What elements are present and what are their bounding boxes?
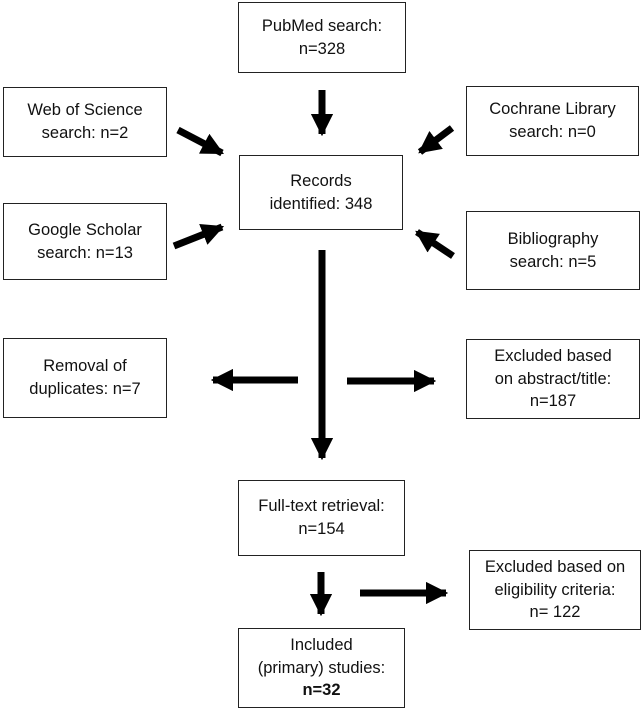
arrow-wos-to-records [176, 126, 224, 157]
bibliography-line-2: search: n=5 [509, 252, 597, 271]
cochrane-line-2: search: n=0 [509, 123, 596, 141]
included-line-1: Included [290, 635, 353, 654]
records-line-2: identified: 348 [269, 194, 373, 213]
included-studies-box: Included (primary) studies: n=32 [238, 628, 405, 708]
fulltext-line-1: Full-text retrieval: [258, 497, 385, 516]
arrow-scholar-to-records [172, 223, 225, 250]
excluded-eligibility-line-3: n= 122 [529, 603, 581, 622]
bibliography-box: Bibliography search: n=5 [466, 211, 640, 290]
excluded-abstract-line-2: on abstract/title: [494, 369, 612, 388]
arrow-cochrane-to-records [417, 125, 455, 155]
wos-line-1: Web of Science [27, 101, 143, 120]
removal-of-duplicates-box: Removal of duplicates: n=7 [3, 338, 167, 418]
excluded-abstract-line-1: Excluded based [494, 346, 612, 365]
cochrane-line-1: Cochrane Library [489, 100, 616, 119]
bibliography-line-1: Bibliography [507, 229, 599, 248]
scholar-line-1: Google Scholar [28, 220, 142, 239]
cochrane-library-box: Cochrane Library search: n=0 [466, 86, 639, 156]
included-count: n=32 [302, 681, 341, 700]
excluded-eligibility-box: Excluded based on eligibility criteria: … [469, 550, 641, 630]
web-of-science-box: Web of Science search: n=2 [3, 87, 167, 157]
excluded-eligibility-line-1: Excluded based on [484, 557, 626, 576]
duplicates-line-2: duplicates: n=7 [29, 380, 141, 398]
full-text-retrieval-box: Full-text retrieval: n=154 [238, 480, 405, 556]
included-line-2: (primary) studies: [257, 658, 386, 677]
excluded-abstract-title-box: Excluded based on abstract/title: n=187 [466, 339, 640, 419]
google-scholar-box: Google Scholar search: n=13 [3, 203, 167, 280]
pubmed-search-box: PubMed search: n=328 [238, 2, 406, 73]
records-line-1: Records [290, 171, 352, 190]
fulltext-line-2: n=154 [298, 520, 345, 538]
excluded-abstract-line-3: n=187 [529, 392, 577, 411]
scholar-line-2: search: n=13 [37, 243, 133, 262]
wos-line-2: search: n=2 [41, 124, 129, 142]
pubmed-line-1: PubMed search: [261, 16, 383, 35]
arrow-bibliography-to-records [415, 229, 455, 259]
pubmed-line-2: n=328 [298, 39, 346, 58]
duplicates-line-1: Removal of [43, 357, 127, 376]
excluded-eligibility-line-2: eligibility criteria: [494, 580, 616, 599]
records-identified-box: Records identified: 348 [239, 155, 403, 230]
